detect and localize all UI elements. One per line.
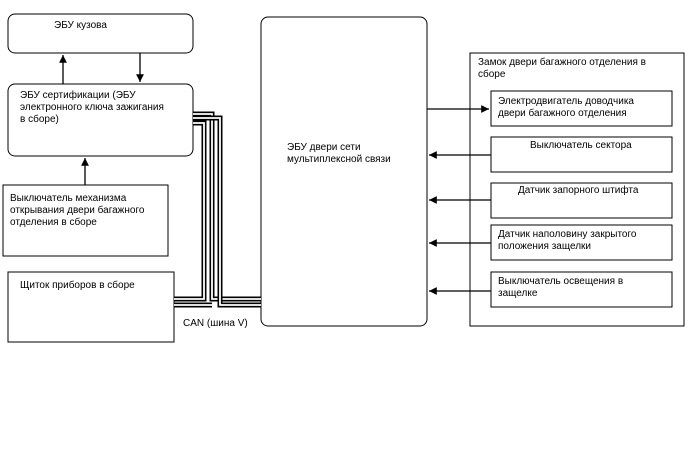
closer-motor-label: Электродвигатель доводчика двери багажно…	[498, 96, 634, 119]
sector-switch-box	[490, 136, 673, 173]
striker-sensor-box	[490, 182, 673, 219]
closer-motor-box	[490, 90, 673, 127]
lock-assembly-label: Замок двери багажного отделения в сборе	[478, 57, 646, 80]
half-latch-sensor-label: Датчик наполовину закрытого положения за…	[498, 229, 637, 252]
striker-sensor-label: Датчик запорного штифта	[518, 185, 639, 196]
instrument-cluster-label: Щиток приборов в сборе	[20, 280, 135, 291]
can-bus-lines	[174, 111, 261, 308]
multiplex-door-ecu-box	[260, 16, 428, 327]
latch-light-switch-box	[490, 271, 673, 308]
certification-ecu-label: ЭБУ сертификации (ЭБУ электронного ключа…	[20, 90, 164, 125]
body-ecu-label: ЭБУ кузова	[54, 20, 107, 31]
half-latch-sensor-box	[490, 224, 673, 261]
opener-switch-box	[2, 184, 169, 257]
can-bus-label: CAN (шина V)	[183, 318, 248, 329]
sector-switch-label: Выключатель сектора	[530, 140, 632, 151]
multiplex-door-ecu-label: ЭБУ двери сети мультиплексной связи	[287, 142, 391, 165]
opener-switch-label: Выключатель механизма открывания двери б…	[10, 193, 145, 228]
body-ecu-box	[7, 13, 194, 54]
latch-light-switch-label: Выключатель освещения в защелке	[498, 276, 624, 299]
